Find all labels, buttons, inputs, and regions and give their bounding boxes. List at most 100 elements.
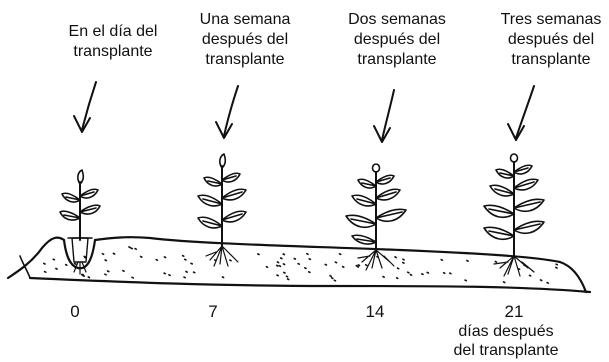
- soil-dot: [395, 276, 399, 280]
- day-tick-label: 14: [365, 302, 385, 321]
- soil-dot: [87, 276, 91, 279]
- soil-dot: [286, 278, 290, 281]
- soil-dot: [52, 258, 56, 261]
- soil-dot: [155, 258, 159, 262]
- soil-dot: [163, 256, 167, 259]
- soil-dot: [183, 258, 187, 261]
- soil-texture-dots: [42, 246, 559, 285]
- arrow-icon: [215, 85, 239, 139]
- soil-dot: [43, 270, 47, 274]
- day-tick-label: 21: [504, 302, 524, 321]
- soil-dot: [554, 266, 558, 269]
- caption-transplant-day: En el día del transplante: [68, 23, 158, 60]
- arrow-icon: [73, 81, 97, 133]
- soil-dot: [338, 253, 342, 256]
- soil-dot: [139, 255, 143, 258]
- day-tick-label: 7: [208, 302, 218, 321]
- arrow-icon: [373, 89, 395, 143]
- soil-dot: [334, 261, 338, 264]
- plant-icon: [345, 163, 407, 271]
- soil-dot: [276, 261, 280, 264]
- soil-dot: [324, 263, 328, 266]
- soil-dot: [297, 262, 301, 266]
- soil-dot: [364, 263, 368, 267]
- soil-dot: [329, 274, 333, 278]
- soil-dot: [333, 279, 337, 282]
- soil-dot: [448, 272, 452, 275]
- soil-dot: [356, 265, 360, 268]
- caption-week-one: Una semana después del transplante: [199, 11, 291, 68]
- soil-dot: [106, 270, 110, 273]
- soil-dot: [420, 272, 424, 276]
- soil-dot: [539, 279, 543, 282]
- soil-dot: [134, 247, 138, 250]
- soil-dot: [101, 252, 105, 256]
- soil-dot: [282, 253, 286, 256]
- soil-dot: [308, 257, 312, 261]
- soil-dot: [402, 258, 405, 261]
- soil-dot: [442, 271, 446, 275]
- soil-dot: [122, 269, 125, 273]
- soil-bed: [6, 236, 592, 294]
- soil-dot: [163, 272, 167, 275]
- soil-dot: [409, 273, 413, 277]
- caption-week-three: Tres semanas después del transplante: [500, 11, 602, 68]
- day-tick-label: 0: [70, 302, 80, 321]
- soil-dot: [279, 257, 283, 260]
- soil-dot: [192, 271, 196, 274]
- soil-dot: [341, 265, 345, 269]
- soil-dot: [256, 253, 260, 256]
- plant-icon: [59, 169, 101, 275]
- soil-dot: [265, 265, 269, 269]
- soil-dot: [64, 263, 68, 267]
- soil-dot: [276, 274, 280, 277]
- soil-dot: [104, 273, 107, 276]
- soil-dot: [229, 259, 232, 262]
- soil-dot: [426, 271, 430, 274]
- plant-icon: [197, 153, 247, 267]
- soil-dot: [130, 247, 134, 250]
- soil-dot: [104, 259, 108, 262]
- soil-dot: [357, 264, 361, 267]
- arrow-icon: [507, 85, 535, 141]
- soil-dot: [112, 252, 116, 255]
- soil-dot: [278, 264, 282, 268]
- soil-dot: [183, 276, 186, 279]
- soil-dot: [293, 257, 297, 260]
- soil-dot: [181, 254, 185, 258]
- soil-dot: [502, 281, 506, 284]
- soil-dot: [440, 258, 444, 262]
- soil-dot: [466, 259, 469, 262]
- soil-dot: [303, 266, 307, 270]
- soil-dot: [394, 256, 398, 259]
- soil-dot: [282, 271, 286, 274]
- soil-dot: [555, 263, 559, 266]
- soil-dot: [494, 260, 498, 263]
- soil-dot: [396, 267, 400, 270]
- soil-dot: [517, 267, 521, 271]
- soil-dot: [221, 276, 225, 279]
- soil-dot: [330, 276, 334, 280]
- soil-dot: [546, 281, 550, 285]
- soil-dot: [282, 263, 286, 266]
- soil-dot: [464, 279, 468, 282]
- soil-dot: [307, 270, 311, 274]
- soil-dot: [285, 275, 289, 278]
- soil-dot: [185, 270, 188, 273]
- soil-dot: [190, 262, 193, 265]
- caption-week-two: Dos semanas después del transplante: [348, 11, 446, 68]
- soil-dot: [168, 273, 171, 277]
- axis-label: días después del transplante: [453, 323, 559, 359]
- soil-dot: [55, 267, 58, 270]
- soil-dot: [275, 264, 279, 267]
- soil-dot: [382, 275, 386, 279]
- soil-dot: [73, 262, 77, 265]
- soil-dot: [131, 276, 134, 279]
- soil-dot: [305, 252, 309, 256]
- soil-dot: [128, 246, 131, 249]
- plant-icon: [483, 153, 545, 277]
- soil-dot: [528, 274, 532, 277]
- soil-dot: [80, 273, 84, 277]
